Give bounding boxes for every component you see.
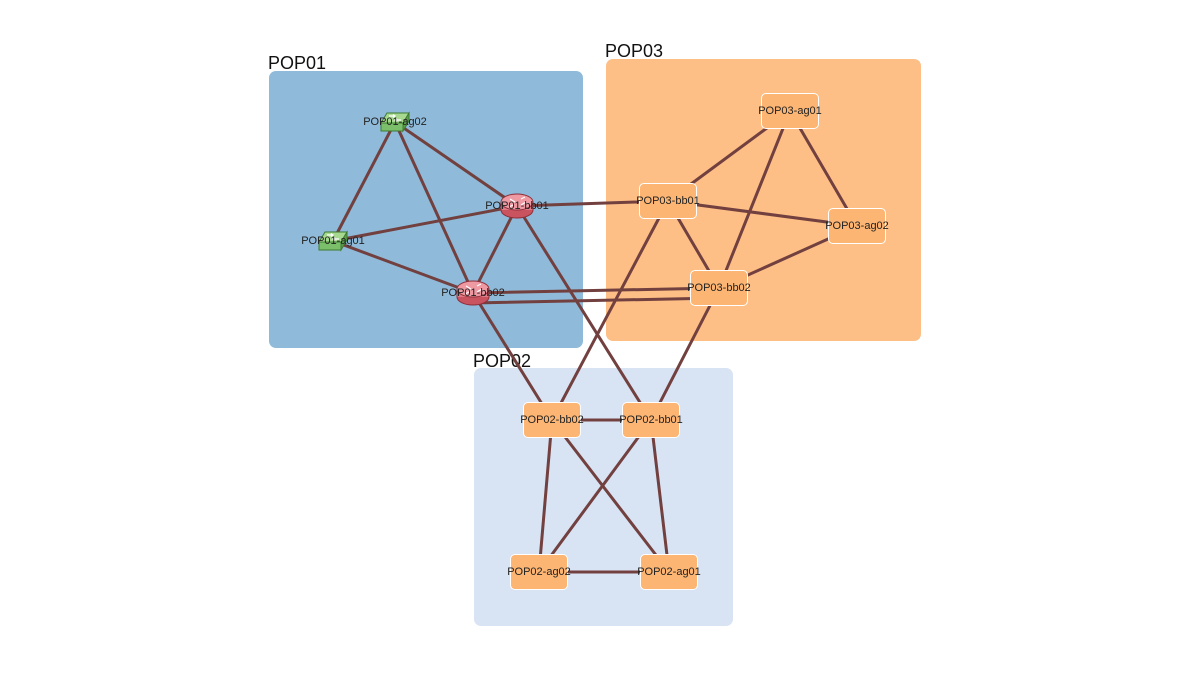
device-box-icon [510, 554, 568, 590]
link-pop01-ag02-pop01-ag01 [331, 120, 397, 243]
node-label: POP02-ag01 [637, 566, 701, 578]
link-pop01-bb02-pop03-bb02 [471, 286, 721, 295]
link-pop01-ag02-pop01-bb01 [393, 120, 519, 208]
node-label: POP03-ag01 [758, 105, 822, 117]
switch-icon [317, 230, 349, 257]
link-pop02-bb01-pop02-ag01 [649, 418, 671, 574]
switch-icon [379, 111, 411, 138]
link-pop02-bb02-pop02-ag01 [550, 418, 671, 574]
device-box-icon [622, 402, 680, 438]
node-label: POP01-bb01 [485, 200, 549, 212]
device-box-icon [523, 402, 581, 438]
node-label: POP03-ag02 [825, 220, 889, 232]
group-pop01-label: POP01 [268, 53, 327, 73]
node-label: POP01-bb02 [441, 287, 505, 299]
device-box-icon [761, 93, 819, 129]
node-label: POP01-ag02 [363, 116, 427, 128]
link-pop03-bb01-pop02-bb02 [550, 199, 670, 422]
device-box-icon [640, 554, 698, 590]
link-pop01-bb02-pop02-bb02 [471, 291, 554, 422]
link-pop01-bb01-pop02-bb01 [515, 204, 653, 422]
router-icon [499, 192, 535, 225]
link-pop01-bb01-pop01-bb02 [471, 204, 519, 295]
link-pop01-ag02-pop01-bb02 [393, 120, 475, 295]
link-pop03-bb01-pop03-ag02 [666, 199, 859, 228]
link-pop01-ag01-pop01-bb02 [331, 239, 475, 295]
node-label: POP03-bb02 [687, 282, 751, 294]
link-pop02-bb01-pop02-ag02 [537, 418, 653, 574]
group-pop03-label: POP03 [605, 41, 664, 61]
link-pop01-ag01-pop01-bb01 [331, 204, 519, 243]
link-pop02-bb02-pop02-ag02 [537, 418, 554, 574]
link-pop03-ag01-pop03-bb02 [717, 109, 792, 290]
device-box-icon [828, 208, 886, 244]
device-box-icon [639, 183, 697, 219]
node-label: POP02-bb02 [520, 414, 584, 426]
node-label: POP02-bb01 [619, 414, 683, 426]
link-pop01-bb02-pop03-bb02-b [471, 296, 721, 305]
node-label: POP02-ag02 [507, 566, 571, 578]
node-label: POP01-ag01 [301, 235, 365, 247]
link-pop03-bb02-pop02-bb01 [649, 286, 721, 422]
link-pop03-ag01-pop03-ag02 [788, 109, 859, 228]
node-label: POP03-bb01 [636, 195, 700, 207]
router-icon [455, 279, 491, 312]
device-box-icon [690, 270, 748, 306]
